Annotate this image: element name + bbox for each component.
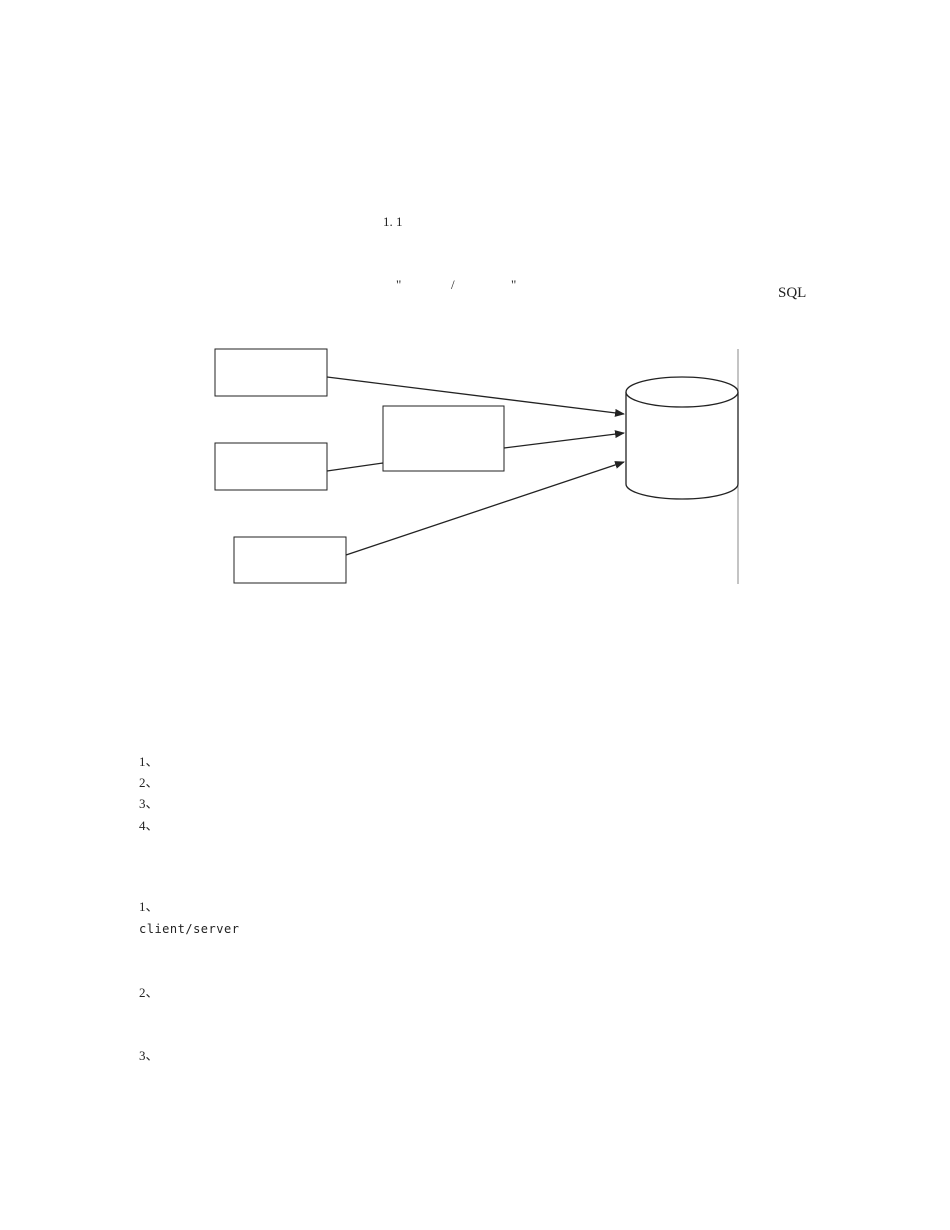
arrow-client3-to-db [345,461,625,556]
middleware-box [382,405,505,472]
quote-close: " [511,277,517,292]
item1-heading: 1、 [139,899,159,914]
database-cylinder-top [625,376,739,408]
line-client2-to-middle [326,462,384,472]
intro-line-1-quote-a: " [382,264,401,292]
list-item: 1、 [139,754,159,769]
quote-open: " [396,277,402,292]
client-box-2 [214,442,328,491]
client-box-1 [214,348,328,397]
item1-line-1: client/server [139,922,245,936]
section-number: 1. 1 [383,214,403,229]
intro-line-1b: " [497,264,516,292]
arrow-client1-to-db [326,376,625,417]
intro-sql: SQL [778,285,807,301]
list-item: 4、 [139,818,159,833]
list-item: 3、 [139,796,159,811]
client-box-3 [233,536,347,584]
database-cylinder [625,392,739,500]
item2-heading: 2、 [139,985,159,1000]
intro-line-1-slash: / [437,264,455,292]
arrow-middle-to-db [503,430,625,449]
list-item: 2、 [139,775,159,790]
item3-heading: 3、 [139,1048,159,1063]
slash: / [451,277,455,292]
section-heading: 1. 1 [369,201,403,243]
client-server-term: client/server [139,922,240,936]
